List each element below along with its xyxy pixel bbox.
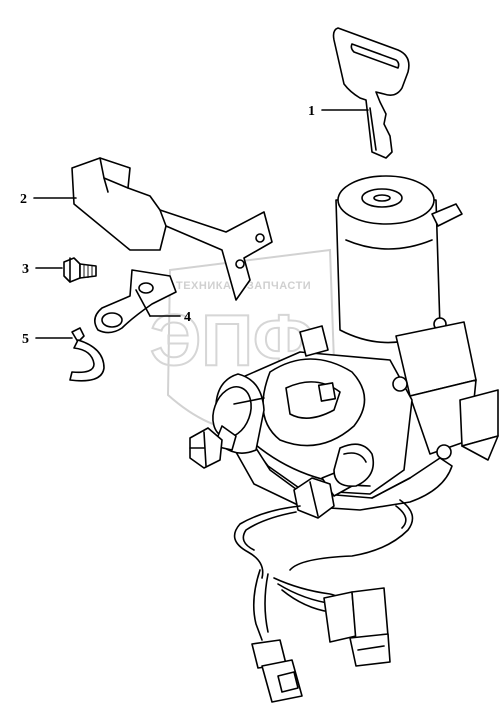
screw-part bbox=[63, 257, 97, 283]
clamp-part bbox=[94, 269, 177, 334]
leader-line-4b bbox=[135, 289, 151, 317]
clip-part bbox=[69, 327, 105, 382]
bracket-part bbox=[71, 157, 273, 301]
lower-bolt bbox=[293, 443, 375, 519]
wiring-harness bbox=[233, 499, 414, 703]
callout-2: 2 bbox=[20, 192, 27, 207]
callout-5: 5 bbox=[22, 332, 29, 347]
callout-1: 1 bbox=[308, 104, 315, 119]
key-part bbox=[332, 27, 410, 159]
callout-4: 4 bbox=[184, 310, 191, 325]
leader-lines bbox=[33, 109, 369, 339]
left-bolt bbox=[189, 425, 237, 469]
callout-3: 3 bbox=[22, 262, 29, 277]
